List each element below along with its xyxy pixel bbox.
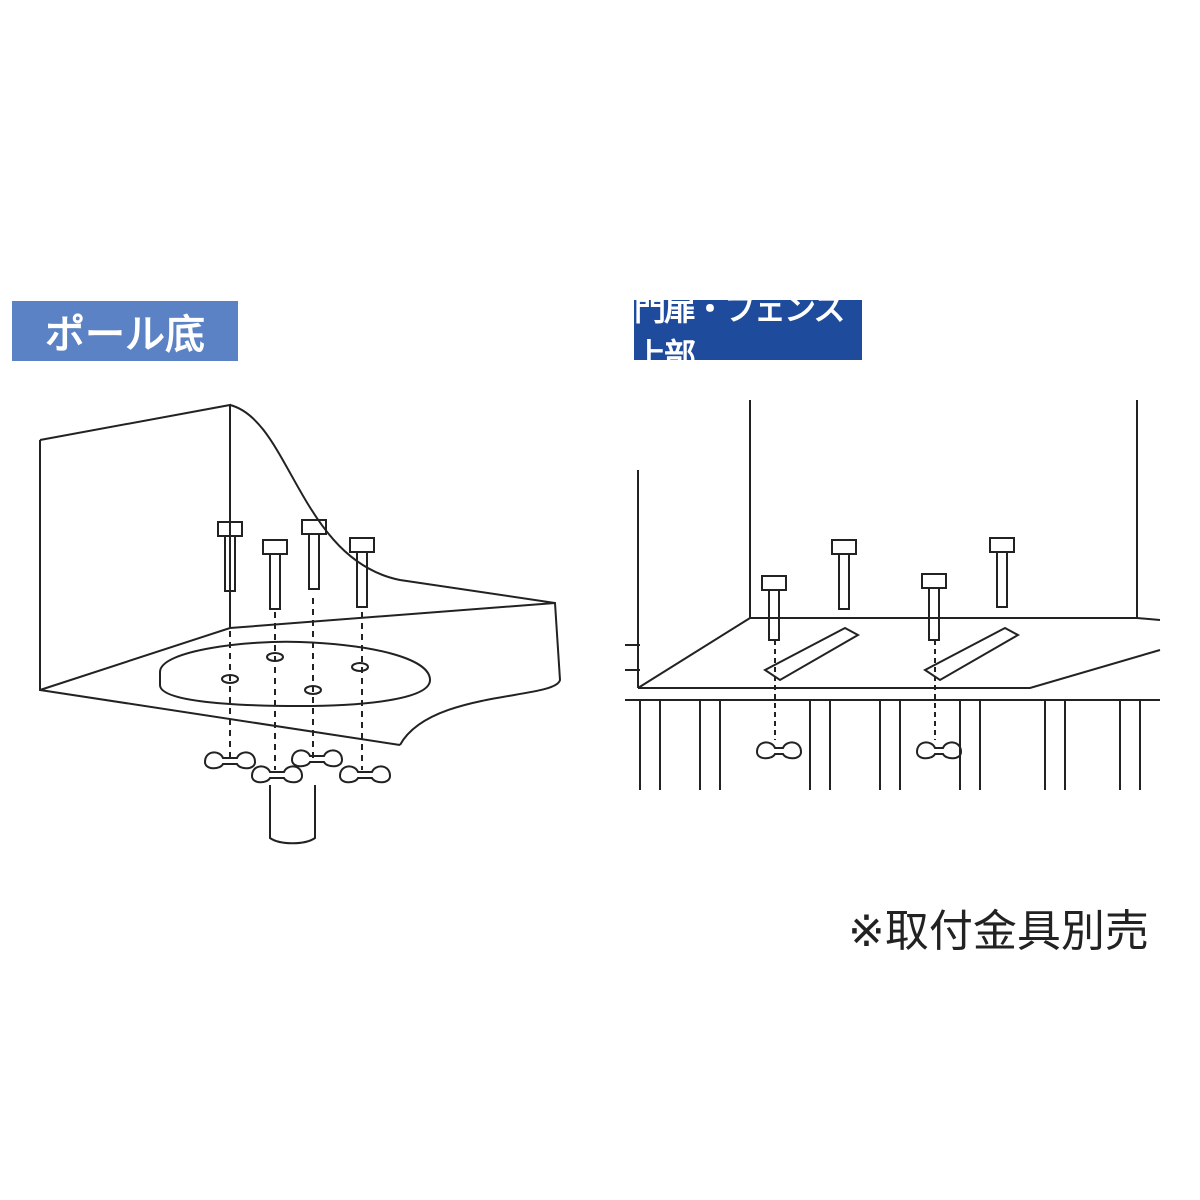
mounting-hardware-note: ※取付金具別売 [848, 906, 1149, 957]
pole-icon [269, 785, 316, 845]
gate-fence-illustration [625, 400, 1161, 790]
pole-bottom-label: ポール底 [12, 301, 238, 361]
wing-nut-icons [203, 749, 392, 784]
pole-bottom-illustration [39, 403, 562, 845]
bolt-icons [217, 519, 375, 610]
